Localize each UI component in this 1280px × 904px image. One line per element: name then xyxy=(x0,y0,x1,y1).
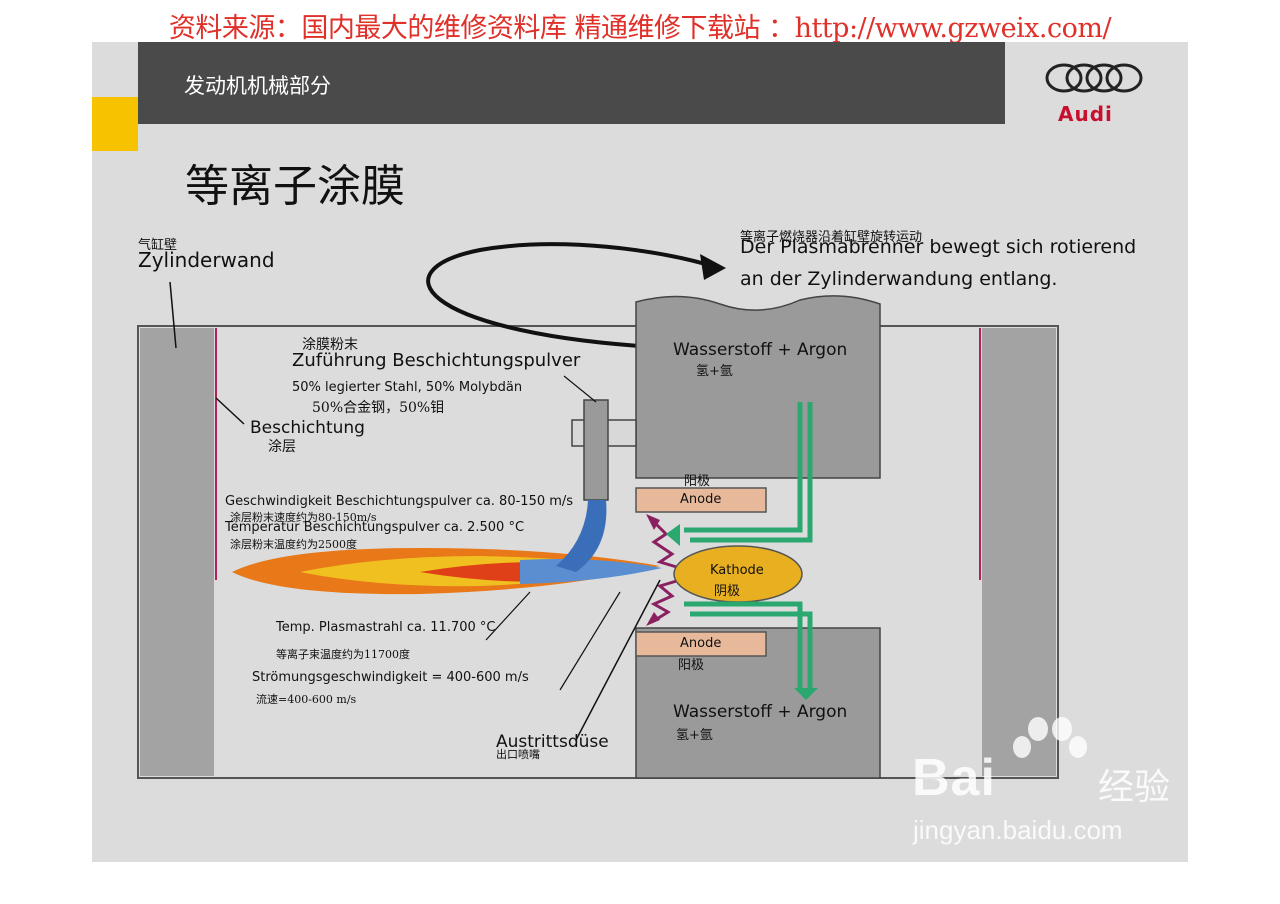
cylinder-wall-right xyxy=(982,328,1056,776)
gas-bottom-label-de: Wasserstoff + Argon xyxy=(673,702,848,722)
rotation-label-de-2: an der Zylinderwandung entlang. xyxy=(740,268,1058,290)
anode-bottom-label-zh: 阳极 xyxy=(678,658,705,673)
watermark-brand: Bai xyxy=(912,749,996,807)
header-bar: 发动机机械部分 xyxy=(138,42,1005,124)
gas-top-label-zh: 氢+氩 xyxy=(696,364,733,379)
gas-bottom-label-zh: 氢+氩 xyxy=(676,728,713,743)
anode-top xyxy=(635,487,767,513)
audi-wordmark: Audi xyxy=(1058,102,1113,126)
rotation-arrow xyxy=(426,242,713,348)
cylinder-wall-label-de: Zylinderwand xyxy=(138,248,275,272)
audi-rings-logo xyxy=(1045,63,1143,93)
powder-mix-label-zh: 50%合金钢，50%钼 xyxy=(312,400,445,416)
powder-stream xyxy=(556,500,607,572)
powder-feed-label-zh: 涂膜粉末 xyxy=(302,337,358,353)
cylinder-wall-label-zh: 气缸壁 xyxy=(138,238,178,253)
anode-top-label-zh: 阳极 xyxy=(684,474,711,489)
watermark-product: 经验 xyxy=(1098,767,1171,808)
watermark-url: jingyan.baidu.com xyxy=(913,815,1123,845)
source-banner: 资料来源：国内最大的维修资料库 精通维修下载站 ：http://www.gzwe… xyxy=(168,13,1112,44)
cylinder-bore-outline xyxy=(137,325,1059,779)
coating-label-zh: 涂层 xyxy=(268,439,296,455)
plasma-temp-label-zh: 等离子束温度约为11700度 xyxy=(276,648,410,661)
plasma-temp-label-de: Temp. Plasmastrahl ca. 11.700 °C xyxy=(276,620,496,635)
nozzle-label-zh: 出口喷嘴 xyxy=(496,748,540,761)
powder-temp-label-zh: 涂层粉末温度约为2500度 xyxy=(230,538,357,551)
rotation-label-de-1: Der Plasmabrenner bewegt sich rotierend xyxy=(740,236,1137,258)
section-title: 发动机机械部分 xyxy=(184,74,331,98)
gas-flow-upper xyxy=(684,402,803,533)
gas-flow-lower xyxy=(684,601,803,690)
cathode-label: Kathode xyxy=(710,563,764,578)
electric-arc-upper xyxy=(650,518,681,570)
plasma-jet-blue xyxy=(520,559,662,584)
anode-bottom-label: Anode xyxy=(680,636,722,651)
powder-feed-tube xyxy=(583,399,609,501)
coating-label-de: Beschichtung xyxy=(250,418,365,438)
rotation-label-zh: 等离子燃烧器沿着缸壁旋转运动 xyxy=(740,230,923,245)
cathode-label-zh: 阴极 xyxy=(714,584,741,599)
powder-feed-label-de: Zuführung Beschichtungspulver xyxy=(292,350,581,371)
powder-speed-label-zh: 涂层粉末速度约为80-150m/s xyxy=(230,511,377,524)
electric-arc-lower xyxy=(650,578,681,624)
accent-tab xyxy=(92,97,138,151)
torch-upper-body xyxy=(635,295,881,479)
anode-top-label: Anode xyxy=(680,492,722,507)
page-title: 等离子涂膜 xyxy=(185,161,405,212)
baidu-paw-watermark-icon xyxy=(1013,717,1087,758)
anode-bottom xyxy=(635,631,767,657)
flow-speed-label-de: Strömungsgeschwindigkeit = 400-600 m/s xyxy=(252,670,529,685)
powder-temp-label-de: Temperatur Beschichtungspulver ca. 2.500… xyxy=(225,520,525,535)
nozzle-label-de: Austrittsdüse xyxy=(496,732,609,752)
powder-speed-label-de: Geschwindigkeit Beschichtungspulver ca. … xyxy=(225,494,574,509)
cylinder-wall-left xyxy=(140,328,214,776)
powder-mix-label-de: 50% legierter Stahl, 50% Molybdän xyxy=(292,380,523,395)
gas-top-label-de: Wasserstoff + Argon xyxy=(673,340,848,360)
flow-speed-label-zh: 流速=400-600 m/s xyxy=(256,693,357,706)
